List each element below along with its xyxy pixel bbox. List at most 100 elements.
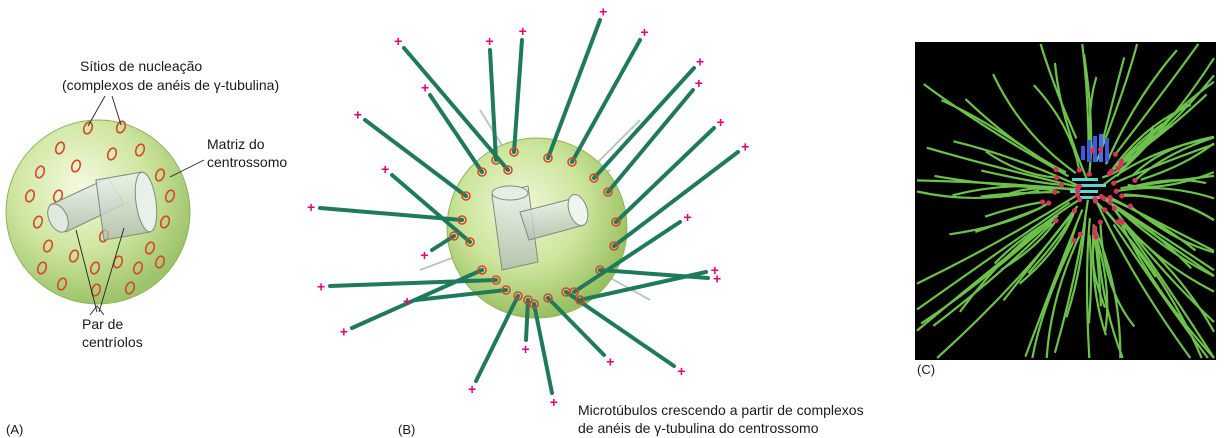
microtubule	[614, 126, 716, 224]
nucleation-ring	[134, 143, 146, 157]
micrograph-ring-point	[1054, 175, 1060, 181]
gamma-tubulin-ring	[477, 265, 487, 275]
micrograph-fiber	[1052, 224, 1078, 285]
micrograph-fiber	[1112, 223, 1209, 359]
panel-c-letter: (C)	[917, 362, 935, 377]
gamma-tubulin-ring	[477, 167, 487, 177]
plus-end-sign: +	[354, 107, 362, 123]
micrograph-ring-point	[1089, 148, 1095, 154]
gamma-tubulin-ring	[611, 217, 621, 227]
micrograph-nucleation-points	[1039, 146, 1138, 243]
micrograph-fiber	[985, 150, 1057, 179]
micrograph-fiber	[1018, 209, 1077, 285]
micrograph-fiber	[1103, 197, 1215, 272]
plus-end-sign: +	[696, 53, 704, 69]
nucleation-sites-label-line1: Sítios de nucleação	[80, 58, 202, 74]
gamma-tubulin-ring	[513, 291, 523, 301]
plus-end-sign: +	[340, 324, 348, 340]
micrograph-ring-point	[1127, 203, 1133, 209]
plus-end-sign: +	[307, 199, 315, 215]
plus-end-sign: +	[741, 139, 749, 155]
micrograph-fiber	[1115, 186, 1215, 200]
nucleation-ring	[52, 189, 64, 203]
micrograph-ring-point	[1119, 193, 1125, 199]
micrograph-ring-point	[1092, 225, 1098, 231]
micrograph-ring-point	[1115, 165, 1121, 171]
micrograph-fiber	[1134, 136, 1215, 182]
matrix-leader	[169, 159, 205, 178]
microtubule	[512, 38, 524, 154]
gamma-tubulin-ring	[561, 287, 571, 297]
micrograph-fiber	[926, 146, 1079, 188]
micrograph-ring-point	[1097, 146, 1104, 153]
nucleation-ring	[54, 141, 66, 155]
nucleation-leader-2	[111, 95, 122, 126]
micrograph-fiber	[936, 209, 1076, 359]
plus-end-markers: +++++++++++++++++++++++++	[307, 4, 749, 410]
micrograph-ring-point	[1039, 199, 1046, 205]
micrograph-ring-point	[1113, 188, 1119, 194]
micrograph-ring-point	[1074, 192, 1081, 198]
micrograph-fiber	[1114, 43, 1200, 155]
micrograph-fiber	[1039, 43, 1078, 139]
nucleation-ring	[36, 261, 48, 275]
micrograph-fiber	[1093, 227, 1122, 359]
micrograph-fiber	[1053, 199, 1089, 354]
plus-end-sign: +	[519, 23, 527, 39]
gamma-tubulin-ring	[603, 187, 613, 197]
micrograph-fiber	[1104, 209, 1157, 278]
centriole-pair-b	[491, 185, 589, 271]
gamma-tubulin-ring	[609, 241, 619, 251]
micrograph-ring-point	[1107, 199, 1113, 206]
plus-end-sign: +	[421, 80, 429, 96]
micrograph-fiber	[1109, 201, 1215, 278]
micrograph-fiber	[1033, 84, 1081, 171]
micrograph-fiber	[1120, 93, 1208, 166]
nucleation-ring	[159, 215, 171, 229]
gamma-tubulin-ring	[575, 295, 585, 305]
microtubule	[318, 206, 464, 222]
micrograph-ring-point	[1132, 177, 1138, 183]
micrograph-fiber	[1087, 235, 1093, 324]
gamma-tubulin-ring	[461, 191, 471, 201]
plus-end-sign: +	[716, 114, 724, 130]
plus-end-sign: +	[677, 363, 685, 379]
micrograph-fiber	[984, 200, 1043, 218]
micrograph-ring-point	[1076, 167, 1082, 173]
micrograph-fiber	[1109, 196, 1215, 252]
caption-line1: Microtúbulos crescendo a partir de compl…	[578, 402, 864, 418]
micrograph-fiber	[1053, 62, 1089, 181]
gamma-tubulin-ring	[465, 237, 475, 247]
micrograph-fiber	[1121, 221, 1215, 359]
micrograph-ring-point	[1075, 184, 1081, 190]
micrograph-ring-point	[1093, 234, 1099, 240]
centriole-pair-a	[47, 171, 158, 241]
micrograph-ring-point	[1092, 230, 1098, 236]
micrograph-fiber	[1113, 143, 1215, 185]
micrograph-ring-point	[1071, 237, 1077, 243]
microtubule	[570, 38, 642, 164]
panel-a: Sítios de nucleação (complexos de anéis …	[5, 58, 287, 437]
panel-b-letter: (B)	[398, 422, 415, 437]
centriole-leader-1	[75, 229, 98, 313]
micrograph-ring-point	[1058, 182, 1065, 188]
micrograph-ring-point	[1102, 207, 1108, 213]
microtubule	[414, 288, 508, 302]
gamma-tubulin-ring	[501, 285, 511, 295]
nucleation-ring	[32, 215, 44, 229]
nucleation-ring	[154, 255, 166, 269]
micrograph-fiber	[959, 198, 1081, 313]
micrograph-ring-point	[1112, 151, 1118, 157]
gamma-tubulin-ring	[567, 157, 577, 167]
microtubule	[572, 220, 682, 294]
panel-a-letter: (A)	[6, 422, 23, 437]
microtubule	[592, 66, 696, 180]
gamma-tubulin-ring	[491, 275, 501, 285]
gamma-tubulin-ring	[503, 165, 513, 175]
micrograph-ring-point	[1106, 170, 1113, 177]
micrograph-ring-point	[1111, 180, 1117, 186]
microtubule	[390, 173, 472, 244]
nucleation-ring	[70, 159, 82, 173]
nucleation-ring	[106, 147, 118, 161]
micrograph-fiber	[1091, 224, 1108, 336]
